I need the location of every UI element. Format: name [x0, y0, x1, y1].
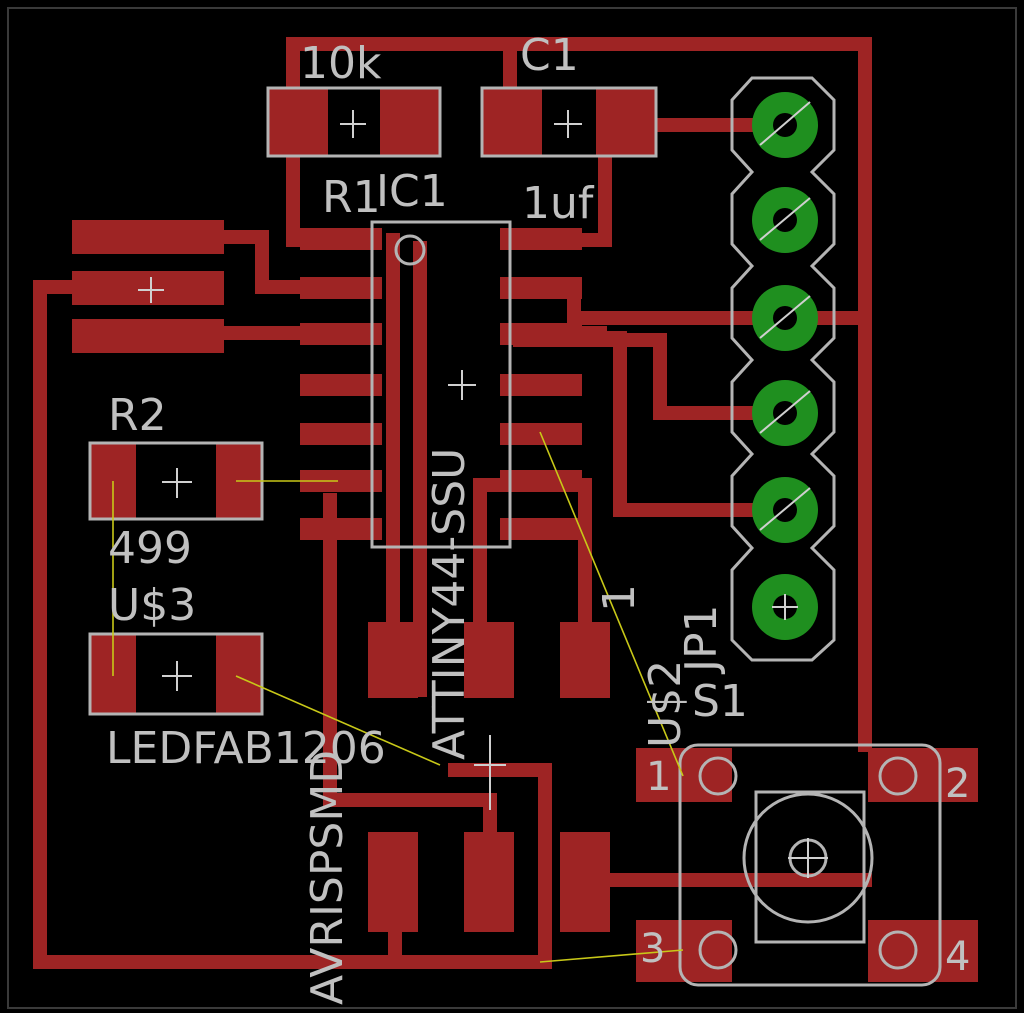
- r1-pad-right: [380, 88, 440, 156]
- avrisp-pad-4: [368, 832, 418, 932]
- isp-pad-2: [72, 271, 224, 305]
- isp-pad-3: [72, 319, 224, 353]
- switch-actuator: [742, 792, 874, 924]
- switch-pin-1-label: 1: [646, 754, 671, 800]
- ic-pin-left-1: [300, 228, 382, 250]
- r2-name-label: R2: [108, 390, 167, 441]
- switch-pin-4-label: 4: [945, 934, 970, 980]
- ic-pin-left-3: [300, 323, 382, 345]
- r1-value-label: 10k: [300, 38, 382, 89]
- switch-pin-3-label: 3: [640, 926, 665, 972]
- ic-pin-right-6: [500, 470, 582, 492]
- pin-one-marker: 1: [594, 584, 645, 612]
- c1-outline: [480, 86, 658, 158]
- s1-name-label: S1: [692, 676, 748, 727]
- ic-pin-right-2: [500, 277, 582, 299]
- r1-name-label: R1: [322, 172, 381, 223]
- ic-pin-left-7: [300, 518, 382, 540]
- c1-pad-left: [482, 88, 542, 156]
- ic-pin-left-6: [300, 470, 382, 492]
- trace-left-loop: [33, 280, 552, 969]
- ic-pin-left-2: [300, 277, 382, 299]
- header-outline: [730, 76, 836, 662]
- avrisp-origin: [474, 735, 506, 810]
- led-origin: [162, 661, 192, 691]
- avrisp-part-label: AVRISPSMD: [302, 750, 353, 1005]
- avrisp-pad-6: [560, 832, 610, 932]
- ic-origin: [448, 370, 476, 400]
- c1-origin: [554, 110, 582, 138]
- r2-value-label: 499: [108, 523, 192, 574]
- switch-hole-4: [878, 930, 918, 970]
- ic-pin-left-5: [300, 423, 382, 445]
- isp-pad-1: [72, 220, 224, 254]
- us2-name-label: U$2: [640, 660, 691, 748]
- switch-pad-3: [636, 920, 732, 982]
- ic-pin-left-4: [300, 374, 382, 396]
- switch-hole-2: [878, 756, 918, 796]
- ic-pin-right-4: [500, 374, 582, 396]
- ic1-name-label: IC1: [376, 166, 448, 217]
- us3-name-label: U$3: [108, 580, 196, 631]
- r1-outline: [266, 86, 442, 158]
- jp1-name-label: JP1: [676, 604, 727, 675]
- c1-pad-right: [596, 88, 656, 156]
- switch-pad-4: [868, 920, 978, 982]
- avrisp-pad-1: [368, 622, 418, 698]
- r1-origin: [340, 110, 366, 138]
- switch-inner: [754, 790, 866, 944]
- r1-pad-left: [268, 88, 328, 156]
- header-pin-1: [752, 92, 818, 158]
- switch-hole-3: [698, 930, 738, 970]
- switch-pin-2-label: 2: [945, 761, 970, 807]
- led-part-label: LEDFAB1206: [106, 723, 386, 774]
- switch-hole-1: [698, 756, 738, 796]
- airwires: [112, 431, 684, 963]
- ic-outline: [370, 220, 512, 549]
- header-origin: [772, 594, 798, 620]
- switch-origin: [788, 838, 828, 878]
- header-jp1: [730, 76, 836, 662]
- trace-isp-loop: [323, 493, 497, 857]
- r2-origin: [162, 468, 192, 498]
- origin-markers: [138, 101, 828, 878]
- switch-outline: [678, 743, 942, 987]
- led-pad-right: [216, 634, 262, 714]
- led-outline: [88, 632, 264, 716]
- c1-value-label: 1uf: [522, 178, 595, 229]
- silk-labels: 10k C1 R1 IC1 1uf R2 499 U$3 LEDFAB1206 …: [106, 30, 970, 1005]
- ic-pin-right-3: [500, 323, 582, 345]
- c1-name-label: C1: [520, 30, 579, 81]
- isp-origin: [138, 277, 164, 303]
- ic-part-label: ATTINY44-SSU: [424, 448, 475, 760]
- switch-pad-2: [868, 748, 978, 802]
- silkscreen: [88, 86, 942, 987]
- ic-pin1-dot: [394, 234, 426, 266]
- avrisp-pad-5: [464, 832, 514, 932]
- ic-pin-right-7: [500, 518, 582, 540]
- header-diagonals: [759, 101, 811, 531]
- avrisp-pad-3: [560, 622, 610, 698]
- ic-pin-right-1: [500, 228, 582, 250]
- avrisp-pad-2: [464, 622, 514, 698]
